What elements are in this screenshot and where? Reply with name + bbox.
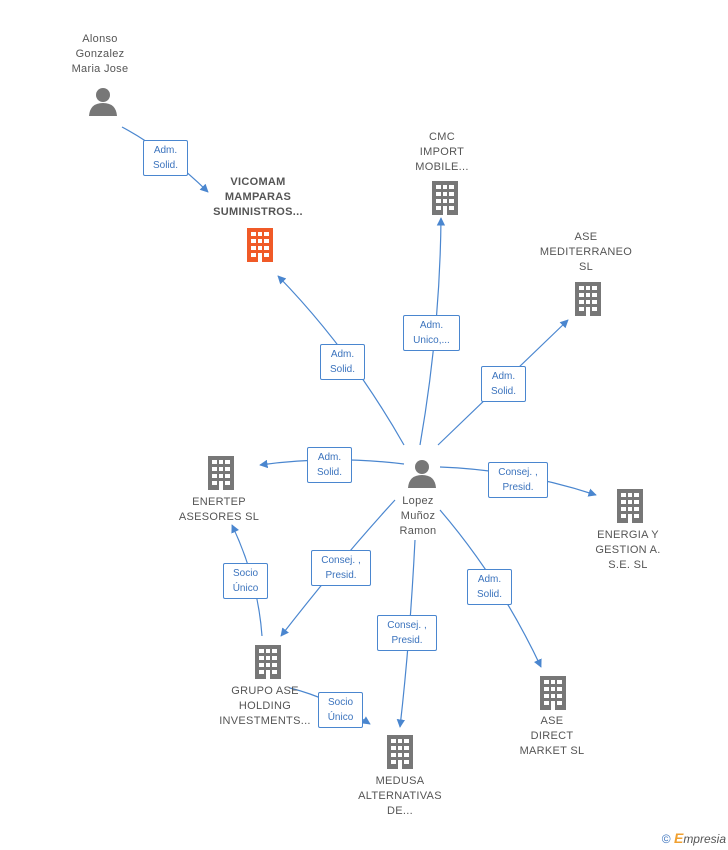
building-icon <box>387 735 413 769</box>
node-label-vicomam: VICOMAM MAMPARAS SUMINISTROS... <box>213 176 303 218</box>
node-vicomam[interactable]: VICOMAM MAMPARAS SUMINISTROS... <box>198 175 318 220</box>
building-icon <box>540 676 566 710</box>
node-label-grupo-ase: GRUPO ASE HOLDING INVESTMENTS... <box>219 685 311 727</box>
node-enertep[interactable]: ENERTEP ASESORES SL <box>163 495 275 525</box>
edge-label-lopez-energia[interactable]: Consej. , Presid. <box>488 462 548 498</box>
edge-label-alonso-vicomam[interactable]: Adm. Solid. <box>143 140 188 176</box>
building-icon <box>255 645 281 679</box>
node-label-alonso: Alonso Gonzalez Maria Jose <box>71 33 129 75</box>
edge-label-grupo-medusa[interactable]: Socio Único <box>318 692 363 728</box>
edge-label-lopez-grupo[interactable]: Consej. , Presid. <box>311 550 371 586</box>
building-icon <box>617 489 643 523</box>
node-label-ase-direct: ASE DIRECT MARKET SL <box>519 715 585 757</box>
edge-label-lopez-medusa[interactable]: Consej. , Presid. <box>377 615 437 651</box>
node-label-enertep: ENERTEP ASESORES SL <box>178 496 260 523</box>
person-icon <box>408 460 436 488</box>
building-icon <box>432 181 458 215</box>
node-label-energia: ENERGIA Y GESTION A. S.E. SL <box>595 529 661 571</box>
brand-logo-initial: E <box>673 830 684 846</box>
node-cmc[interactable]: CMC IMPORT MOBILE... <box>392 130 492 175</box>
copyright-icon: © <box>661 832 671 846</box>
node-label-medusa: MEDUSA ALTERNATIVAS DE... <box>358 775 442 817</box>
edge-label-lopez-vicomam[interactable]: Adm. Solid. <box>320 344 365 380</box>
edge-label-lopez-asemed[interactable]: Adm. Solid. <box>481 366 526 402</box>
node-label-cmc: CMC IMPORT MOBILE... <box>415 131 469 173</box>
brand-footer: © Empresia <box>662 830 726 846</box>
building-icon <box>247 228 273 262</box>
edge-label-grupo-enertep[interactable]: Socio Único <box>223 563 268 599</box>
node-medusa[interactable]: MEDUSA ALTERNATIVAS DE... <box>345 774 455 819</box>
node-alonso[interactable]: Alonso Gonzalez Maria Jose <box>50 32 150 77</box>
node-ase-direct[interactable]: ASE DIRECT MARKET SL <box>506 714 598 759</box>
node-label-ase-mediterraneo: ASE MEDITERRANEO SL <box>539 231 633 273</box>
node-ase-mediterraneo[interactable]: ASE MEDITERRANEO SL <box>531 230 641 275</box>
node-grupo-ase[interactable]: GRUPO ASE HOLDING INVESTMENTS... <box>205 684 325 729</box>
brand-logo-text: mpresia <box>683 832 726 846</box>
building-icon <box>208 456 234 490</box>
node-energia[interactable]: ENERGIA Y GESTION A. S.E. SL <box>582 528 674 573</box>
edge-label-lopez-cmc[interactable]: Adm. Unico,... <box>403 315 460 351</box>
person-icon <box>89 88 117 116</box>
node-label-lopez: Lopez Muñoz Ramon <box>399 495 437 537</box>
building-icon <box>575 282 601 316</box>
edge-label-lopez-asedirect[interactable]: Adm. Solid. <box>467 569 512 605</box>
edge-label-lopez-enertep[interactable]: Adm. Solid. <box>307 447 352 483</box>
node-lopez[interactable]: Lopez Muñoz Ramon <box>378 494 458 539</box>
